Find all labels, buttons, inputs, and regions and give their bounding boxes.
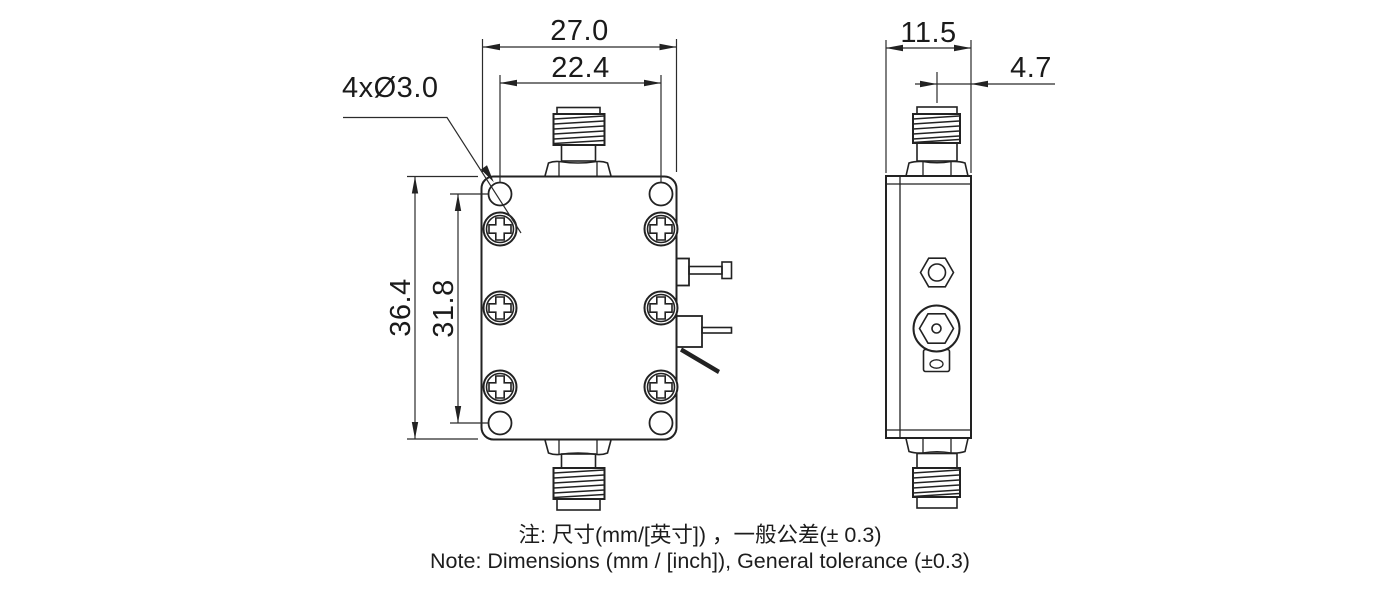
sma-neck — [560, 144, 597, 162]
sma-connector-bottom — [905, 438, 969, 509]
sma-hex-facets — [922, 161, 952, 176]
arrowhead — [411, 422, 419, 439]
footnote: 注: 尺寸(mm/[英寸]) ，一般公差(± 0.3) Note: Dimens… — [430, 523, 970, 573]
dc-feedthrough-pin — [675, 257, 733, 287]
dimension-lines — [407, 175, 478, 440]
dim-label: 31.8 — [428, 279, 460, 337]
screw — [643, 290, 679, 326]
sma-hex-facets — [558, 440, 598, 455]
arrowhead — [954, 44, 971, 52]
arrowhead — [411, 176, 419, 194]
sma-threads — [912, 469, 960, 498]
connector-hex — [918, 312, 955, 345]
corner-hole — [487, 410, 513, 436]
side-view — [885, 106, 972, 509]
enclosure-side-edges — [886, 176, 971, 438]
hole-callout: 4xØ3.0 — [342, 72, 522, 234]
arrowhead — [483, 43, 500, 51]
arrowhead — [659, 43, 677, 51]
dim-label: 4.7 — [1010, 52, 1052, 84]
sma-tip — [916, 496, 958, 509]
dimension-height-inner: 31.8 — [428, 193, 488, 424]
center-pin — [931, 323, 942, 334]
connector-block — [675, 315, 703, 348]
feedthrough-shaft — [688, 265, 723, 275]
note-line-en: Note: Dimensions (mm / [inch]), General … — [430, 549, 970, 573]
sma-hex-facets — [922, 438, 952, 453]
corner-hole — [487, 181, 513, 207]
sma-hex-nut — [544, 160, 612, 177]
pin-bore — [927, 263, 947, 282]
sma-threads — [912, 115, 960, 144]
dimension-height-outer: 36.4 — [385, 175, 478, 440]
dimension-side-offset: 4.7 — [915, 52, 1055, 103]
sma-neck — [916, 452, 958, 469]
sma-connector-top — [544, 106, 612, 177]
dim-label: 27.0 — [550, 15, 608, 47]
ground-pin — [680, 347, 720, 374]
sma-connector-bottom — [544, 439, 612, 511]
dim-label: 22.4 — [551, 52, 609, 84]
arrowhead — [500, 79, 517, 87]
dimension-width-inner: 22.4 — [499, 52, 662, 182]
dim-label: 11.5 — [900, 17, 956, 49]
screw — [643, 211, 679, 247]
sma-threads — [553, 115, 605, 145]
feedthrough-cap — [721, 261, 733, 280]
corner-hole — [648, 410, 674, 436]
sma-hex-nut — [544, 439, 612, 456]
dimension-side-width: 11.5 — [885, 17, 972, 173]
arrowhead — [971, 80, 988, 88]
screw — [643, 369, 679, 405]
dimensions-side: 11.5 4.7 — [885, 17, 1055, 173]
screw — [482, 290, 518, 326]
round-connector-end — [912, 304, 961, 373]
connector-pin — [701, 326, 733, 334]
sma-hex-nut — [905, 438, 969, 454]
feedthrough-mount — [675, 257, 690, 287]
sma-hex-facets — [558, 161, 598, 176]
screw — [482, 369, 518, 405]
hex-feedthrough-end — [919, 257, 955, 288]
sma-threads — [553, 469, 605, 499]
arrowhead — [480, 165, 494, 183]
dimensions-front: 27.0 22.4 36.4 31.8 4xØ3.0 — [342, 15, 678, 440]
dim-label: 36.4 — [385, 278, 417, 336]
cover-screws — [482, 211, 679, 405]
arrowhead — [454, 406, 462, 423]
front-view — [480, 106, 733, 511]
sma-connector-top — [905, 106, 969, 177]
arrowhead — [644, 79, 661, 87]
dimension-lines — [499, 75, 662, 182]
tab-detail — [929, 359, 944, 369]
dimension-width-outer: 27.0 — [481, 15, 678, 172]
sma-neck — [560, 453, 597, 469]
leader-line — [343, 116, 522, 234]
side-connector-pin — [675, 315, 733, 348]
arrowhead — [920, 80, 937, 88]
sma-neck — [916, 142, 958, 162]
sma-cap — [916, 106, 958, 115]
corner-holes — [487, 181, 674, 436]
dimension-lines — [481, 39, 678, 172]
arrowhead — [454, 194, 462, 211]
dim-label: 4xØ3.0 — [342, 72, 439, 104]
sma-hex-nut — [905, 160, 969, 177]
corner-hole — [648, 181, 674, 207]
hex-nut — [919, 257, 955, 288]
sma-tip — [556, 498, 601, 511]
dimension-lines — [450, 193, 488, 424]
enclosure-side-outline — [885, 175, 972, 439]
arrowhead — [886, 44, 903, 52]
note-line-zh: 注: 尺寸(mm/[英寸]) ，一般公差(± 0.3) — [519, 523, 882, 547]
